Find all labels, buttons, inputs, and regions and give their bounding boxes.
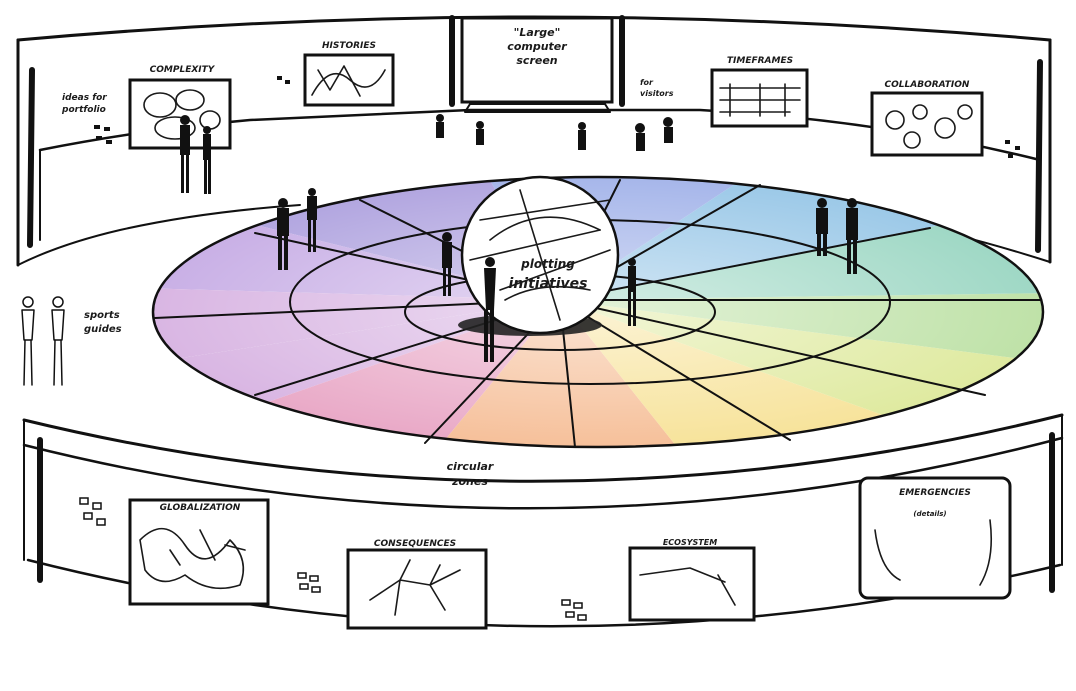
person-icon — [442, 232, 452, 296]
panel-globalization-label: GLOBALIZATION — [160, 503, 241, 513]
note-for-visitors: for visitors — [640, 78, 674, 98]
person-icon — [484, 257, 496, 362]
panel-emergencies: EMERGENCIES (details) — [858, 476, 1012, 600]
ideas-line-1: ideas for — [62, 93, 107, 103]
panel-collaboration: COLLABORATION — [870, 80, 984, 157]
circular-zones-line-2: zones — [451, 475, 488, 488]
sphere-label-1: plotting — [520, 257, 575, 271]
back-group — [436, 114, 673, 151]
people — [21, 114, 858, 386]
panel-timeframes-label: TIMEFRAMES — [727, 56, 793, 66]
back-wall-marks — [277, 76, 1020, 158]
person-icon — [180, 115, 190, 193]
person-outline-icon — [21, 296, 35, 386]
person-icon — [816, 198, 828, 256]
panel-histories-label: HISTORIES — [322, 41, 376, 51]
large-screen-line-2: computer — [507, 40, 567, 53]
person-icon — [307, 188, 317, 252]
panel-ecosystem: ECOSYSTEM — [628, 538, 756, 622]
panel-timeframes: TIMEFRAMES — [710, 56, 809, 128]
person-outline-icon — [51, 296, 65, 386]
note-ideas-portfolio: ideas for portfolio — [61, 93, 112, 144]
large-screen-line-1: "Large" — [514, 26, 561, 39]
sphere-label-2: initiatives — [509, 276, 588, 292]
person-icon — [203, 126, 211, 194]
ideas-line-2: portfolio — [61, 105, 106, 115]
person-icon — [846, 198, 858, 274]
person-icon — [628, 258, 636, 326]
central-sphere: plotting initiatives — [458, 175, 620, 336]
panel-histories: HISTORIES — [303, 41, 395, 107]
circular-zones-line-1: circular — [447, 460, 494, 473]
sports-guides-line-2: guides — [84, 324, 122, 335]
panel-ecosystem-label: ECOSYSTEM — [663, 538, 717, 547]
person-icon — [277, 198, 289, 270]
panel-consequences: CONSEQUENCES — [346, 539, 488, 630]
visitors-line-1: for — [640, 78, 654, 87]
panel-emergencies-subtitle: (details) — [913, 510, 946, 518]
front-wall-marks — [79, 497, 587, 621]
large-screen-line-3: screen — [516, 54, 557, 67]
panel-consequences-label: CONSEQUENCES — [374, 539, 456, 549]
panel-emergencies-label: EMERGENCIES — [899, 488, 971, 498]
sports-guides-line-1: sports — [84, 310, 120, 321]
panel-complexity-label: COMPLEXITY — [150, 65, 216, 75]
large-computer-screen: "Large" computer screen — [449, 15, 625, 113]
panel-collaboration-label: COLLABORATION — [885, 80, 970, 90]
panel-globalization: GLOBALIZATION — [128, 498, 270, 606]
visitors-line-2: visitors — [640, 89, 674, 98]
